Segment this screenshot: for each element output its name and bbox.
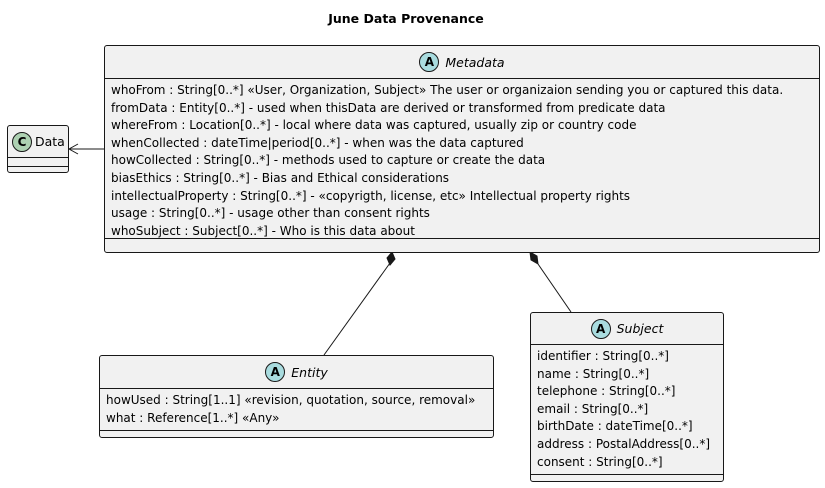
attribute: name : String[0..*] — [537, 366, 650, 381]
attribute: howUsed : String[1..1] «revision, quotat… — [106, 393, 476, 407]
attribute: biasEthics : String[0..*] - Bias and Eth… — [111, 170, 450, 185]
attribute: consent : String[0..*] — [537, 454, 663, 469]
composition-metadata-entity — [323, 262, 391, 356]
class-header: C Data — [8, 126, 68, 157]
diagram-title: June Data Provenance — [328, 11, 484, 26]
composition-diamond-subject — [529, 251, 539, 265]
open-arrowhead — [67, 143, 79, 155]
attribute: intellectualProperty : String[0..*] - «c… — [111, 188, 631, 203]
attribute: telephone : String[0..*] — [537, 384, 676, 399]
attribute: whereFrom : Location[0..*] - local where… — [111, 118, 637, 133]
methods-divider — [8, 166, 68, 167]
composition-diamond-entity — [386, 251, 396, 266]
class-header: A Entity — [100, 356, 493, 388]
class-name: Data — [35, 134, 65, 149]
attribute: howCollected : String[0..*] - methods us… — [111, 153, 546, 168]
attribute: birthDate : dateTime[0..*] — [537, 419, 693, 434]
attributes-divider — [8, 157, 68, 166]
abstract-a-icon: A — [419, 52, 440, 72]
class-name: Entity — [291, 364, 328, 380]
attribute: fromData : Entity[0..*] - used when this… — [111, 100, 666, 115]
class-name: Metadata — [445, 54, 505, 70]
class-data[interactable]: C Data — [7, 125, 69, 173]
class-name: Subject — [616, 321, 664, 336]
attribute-list: howUsed : String[1..1] «revision, quotat… — [100, 388, 493, 430]
attribute-list: identifier : String[0..*] name : String[… — [531, 344, 723, 474]
class-subject[interactable]: A Subject identifier : String[0..*] name… — [530, 312, 724, 482]
class-entity[interactable]: A Entity howUsed : String[1..1] «revisio… — [99, 355, 494, 438]
class-metadata[interactable]: A Metadata whoFrom : String[0..*] «User,… — [104, 45, 820, 253]
abstract-a-icon: A — [265, 362, 286, 382]
attribute: whenCollected : dateTime|period[0..*] - … — [111, 135, 524, 150]
methods-divider — [531, 474, 723, 475]
attribute: address : PostalAddress[0..*] — [537, 436, 711, 451]
attribute: whoFrom : String[0..*] «User, Organizati… — [111, 83, 784, 97]
attribute: usage : String[0..*] - usage other than … — [111, 206, 430, 221]
composition-metadata-subject — [537, 263, 572, 313]
attribute: email : String[0..*] — [537, 401, 649, 416]
methods-divider — [100, 430, 493, 431]
attribute: whoSubject : Subject[0..*] - Who is this… — [111, 223, 415, 238]
attribute: identifier : String[0..*] — [537, 349, 669, 363]
class-c-icon: C — [12, 131, 32, 152]
attribute-list: whoFrom : String[0..*] «User, Organizati… — [105, 78, 819, 238]
abstract-a-icon: A — [590, 318, 611, 339]
class-header: A Subject — [531, 313, 723, 344]
methods-divider — [105, 238, 819, 239]
attribute: what : Reference[1..*] «Any» — [106, 410, 280, 425]
class-header: A Metadata — [105, 46, 819, 78]
